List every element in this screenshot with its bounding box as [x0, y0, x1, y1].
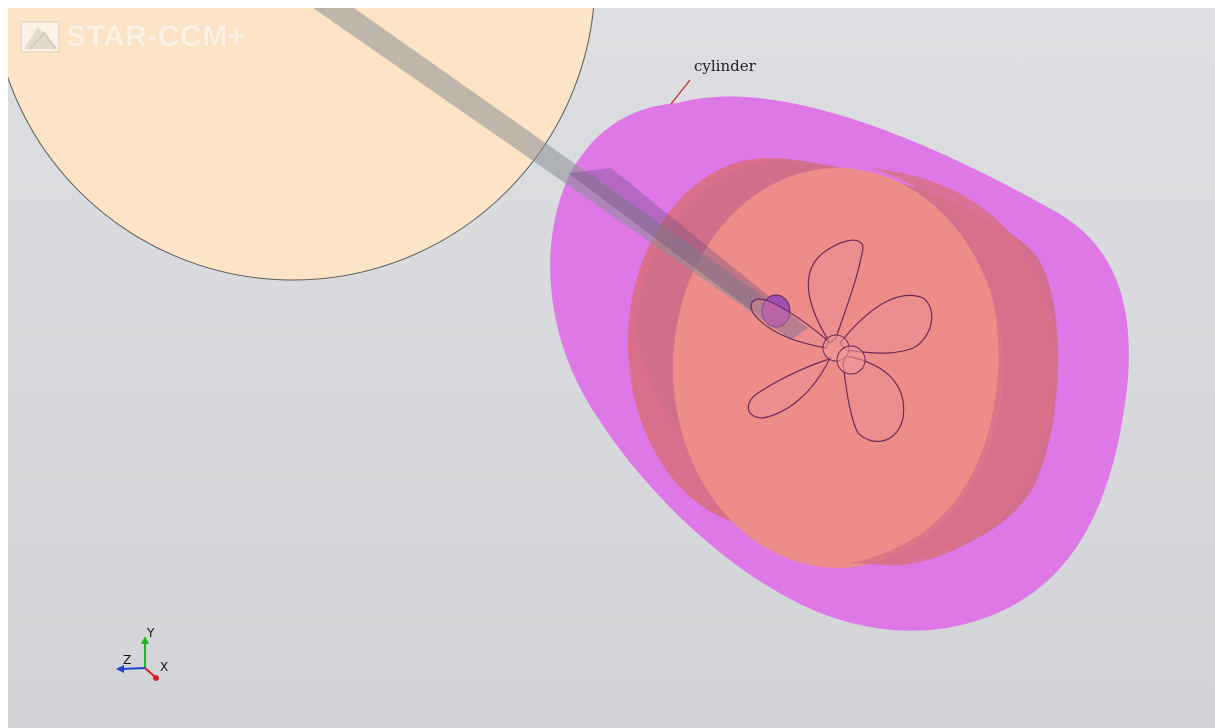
- graphics-viewport[interactable]: STAR-CCM+ cylinder Y Z X: [8, 8, 1215, 728]
- coordinate-triad: [116, 636, 159, 681]
- star-ccm-logo-icon: [20, 21, 60, 53]
- rotating-region-front[interactable]: [673, 168, 1003, 568]
- cylinder-annotation-label[interactable]: cylinder: [694, 57, 756, 75]
- propeller[interactable]: [747, 239, 933, 442]
- annotation-leader: [670, 79, 691, 105]
- z-axis-label: Z: [123, 653, 132, 667]
- y-axis-label: Y: [147, 626, 155, 640]
- z-axis-arrow: [120, 667, 146, 670]
- x-axis-arrow: [144, 667, 155, 677]
- x-axis-label: X: [160, 660, 169, 674]
- app-logo: STAR-CCM+: [20, 20, 246, 54]
- app-logo-text: STAR-CCM+: [66, 20, 246, 53]
- shaft-end: [761, 294, 791, 328]
- propeller-hub: [822, 334, 866, 375]
- shaft-inside-cylinder: [568, 168, 808, 340]
- rotating-region-shade: [848, 168, 1057, 566]
- scene-canvas[interactable]: [8, 8, 1215, 728]
- shaft[interactable]: [313, 8, 808, 340]
